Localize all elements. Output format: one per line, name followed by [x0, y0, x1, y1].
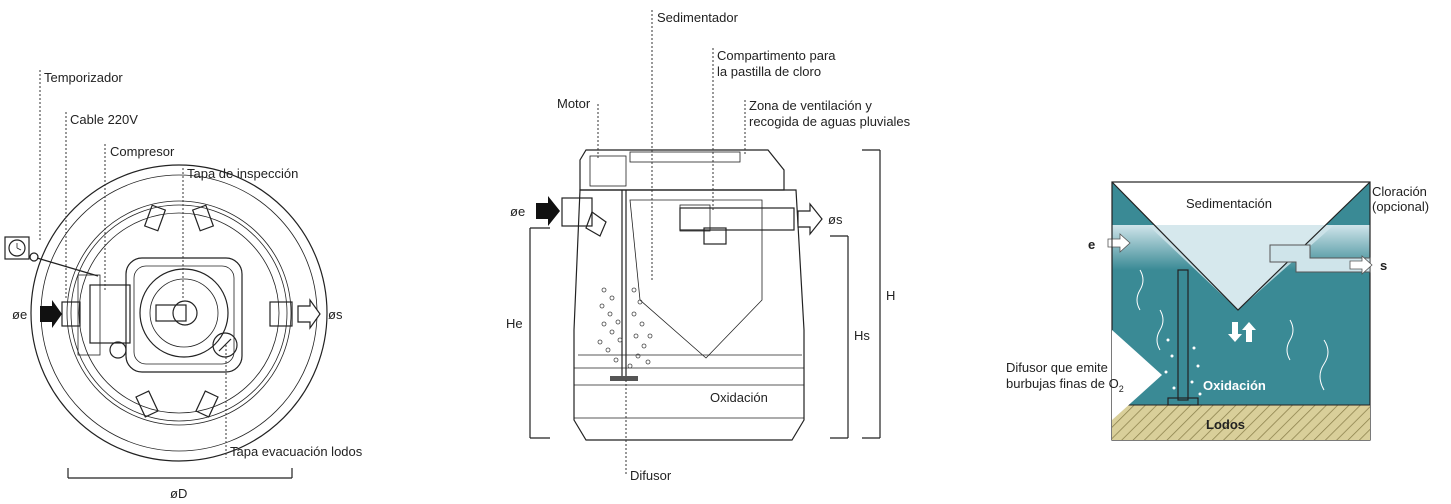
sedimenter-cone	[629, 199, 763, 359]
exchange-arrows-icon	[1228, 322, 1256, 342]
sludge-cover	[212, 332, 238, 358]
hs-dimension-label: Hs	[854, 328, 870, 343]
section-outlet-label: øs	[828, 212, 843, 227]
sedimentation-label: Sedimentación	[1186, 196, 1272, 211]
diffuser-description-1: Difusor que emite	[1006, 360, 1108, 375]
chlorine-compartment-label-1: Compartimento para	[717, 48, 836, 63]
schematic-inlet-arrow-icon	[1107, 233, 1131, 253]
cable-label: Cable 220V	[70, 112, 138, 127]
motor-label: Motor	[557, 96, 591, 111]
compressor-label: Compresor	[110, 144, 175, 159]
timer-label: Temporizador	[44, 70, 123, 85]
top-view-inlet-label: øe	[12, 307, 27, 322]
inlet-arrow-icon	[40, 300, 62, 328]
ventilation-label-2: recogida de aguas pluviales	[749, 114, 911, 129]
outlet-arrow-icon	[297, 298, 321, 330]
diffuser-arrow-icon	[1112, 330, 1162, 420]
schematic-outlet-label: s	[1380, 258, 1387, 273]
inspection-cover-label: Tapa de inspección	[187, 166, 298, 181]
inspection-cover	[125, 257, 243, 373]
diameter-label: øD	[170, 486, 187, 501]
top-view-diagram: øe øs Temporizador Cable 220V Compresor …	[4, 70, 363, 501]
chlorine-compartment-label-2: la pastilla de cloro	[717, 64, 821, 79]
ventilation-label-1: Zona de ventilación y	[749, 98, 872, 113]
diffuser-label: Difusor	[630, 468, 672, 483]
h-dimension-label: H	[886, 288, 895, 303]
tank-outer-circle	[30, 164, 328, 462]
schematic-outlet-arrow-icon	[1349, 255, 1373, 275]
section-inlet-arrow-icon	[536, 196, 560, 226]
section-inlet-label: øe	[510, 204, 525, 219]
tank-body	[573, 189, 805, 441]
chlorination-label-2: (opcional)	[1372, 199, 1429, 214]
sludge-layer	[1112, 405, 1370, 440]
oxidation-schematic-label: Oxidación	[1203, 378, 1266, 393]
oxidation-section-label: Oxidación	[710, 390, 768, 405]
top-view-outlet-label: øs	[328, 307, 343, 322]
oxygen-subscript: 2	[1119, 384, 1124, 394]
diffuser-description-2: burbujas finas de O2	[1006, 376, 1124, 394]
process-schematic: e s Sedimentación Cloración (opcional) D…	[1006, 181, 1429, 441]
timer-icon	[4, 236, 99, 277]
diffuser-description-text: burbujas finas de O	[1006, 376, 1119, 391]
sludge-cover-label: Tapa evacuación lodos	[230, 444, 363, 459]
section-view-diagram: øe øs Sedimentador Compartimento para la…	[506, 10, 911, 483]
he-dimension-label: He	[506, 316, 523, 331]
section-outlet-arrow-icon	[797, 202, 823, 236]
compressor-box	[89, 284, 131, 344]
sludge-label: Lodos	[1206, 417, 1245, 432]
sedimenter-label: Sedimentador	[657, 10, 739, 25]
bubbles	[597, 287, 653, 369]
schematic-inlet-label: e	[1088, 237, 1095, 252]
chlorination-label-1: Cloración	[1372, 184, 1427, 199]
